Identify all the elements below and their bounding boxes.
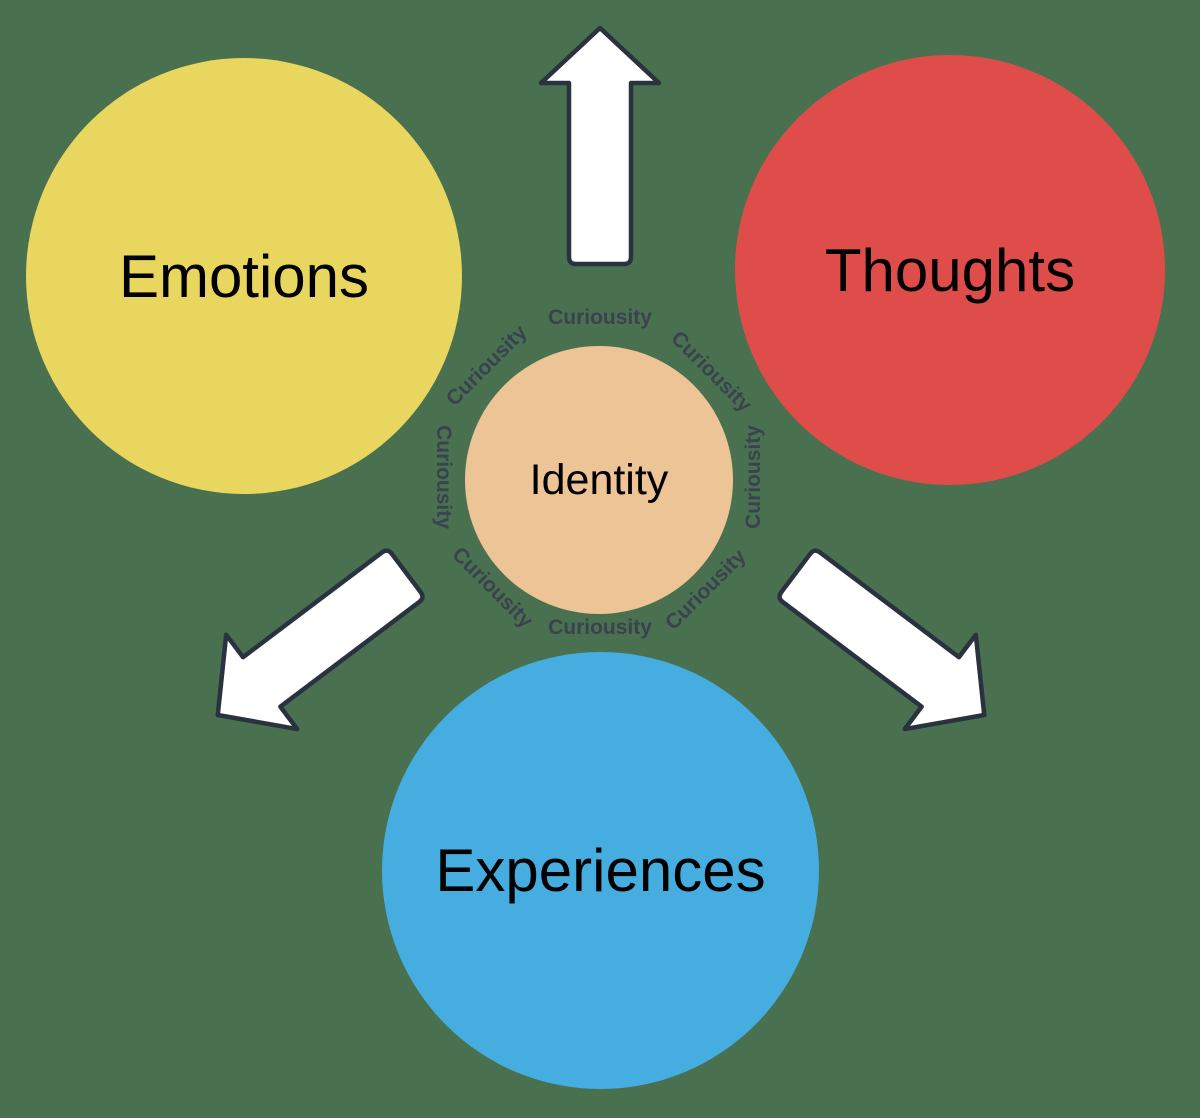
ring-word-top: Curiousity xyxy=(548,306,652,329)
thoughts-label: Thoughts xyxy=(824,236,1076,304)
emotions-circle: Emotions xyxy=(26,58,462,494)
identity-label: Identity xyxy=(529,455,669,504)
thoughts-circle: Thoughts xyxy=(735,55,1165,485)
arrow-up-icon xyxy=(541,28,659,264)
arrow-down-left-icon xyxy=(182,526,441,762)
identity-circle: Identity xyxy=(465,346,733,614)
ring-word-bottom: Curiousity xyxy=(548,616,652,639)
experiences-label: Experiences xyxy=(435,837,766,904)
arrow-down-right-icon xyxy=(760,526,1019,762)
ring-word-right: Curiousity xyxy=(742,425,765,529)
experiences-circle: Experiences xyxy=(382,652,819,1089)
ring-word-left: Curiousity xyxy=(432,425,455,529)
emotions-label: Emotions xyxy=(118,242,370,310)
